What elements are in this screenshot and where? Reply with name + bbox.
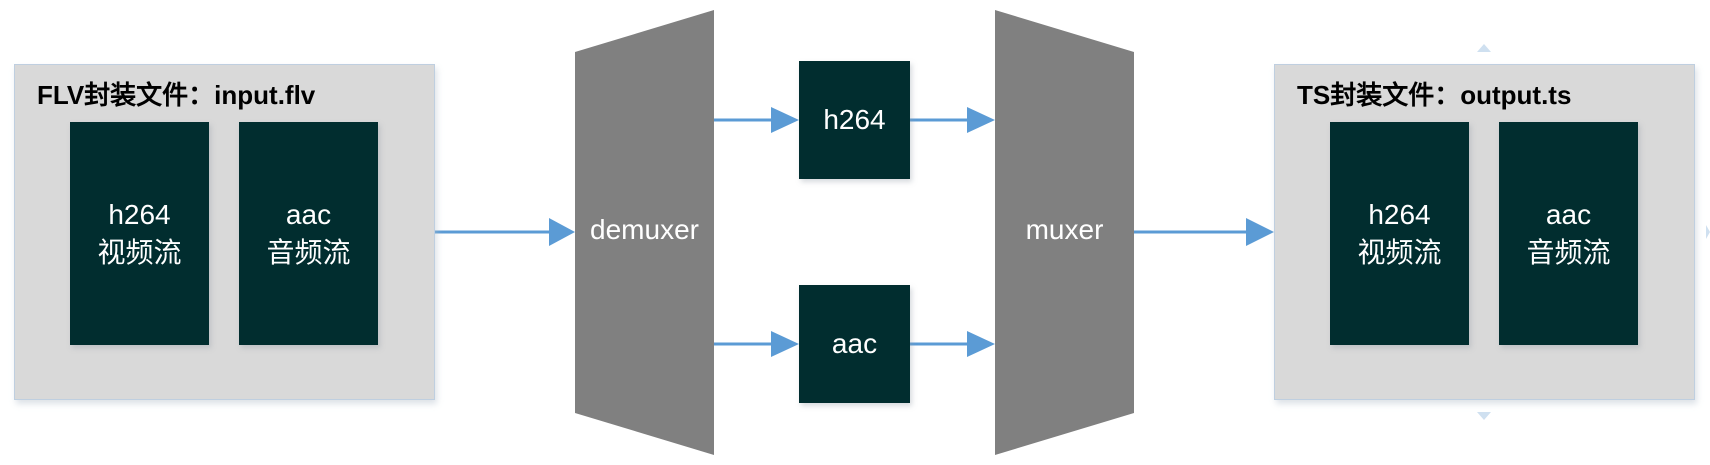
h264-codec-box: h264: [799, 61, 910, 179]
input-video-kind: 视频流: [97, 236, 182, 268]
output-file-container: TS封装文件：output.ts h264 视频流 aac 音频流: [1274, 64, 1695, 400]
output-audio-kind: 音频流: [1526, 236, 1611, 268]
output-video-stream: h264 视频流: [1330, 122, 1469, 345]
output-audio-codec: aac: [1545, 198, 1592, 230]
muxer-shape: [995, 10, 1134, 455]
input-video-stream: h264 视频流: [70, 122, 209, 345]
selection-handle-bottom: [1477, 412, 1491, 420]
output-file-title: TS封装文件：output.ts: [1297, 80, 1572, 110]
demuxer-label: demuxer: [590, 214, 699, 245]
selection-handle-top: [1477, 44, 1491, 52]
input-video-codec: h264: [108, 198, 171, 230]
aac-codec-box: aac: [799, 285, 910, 403]
demuxer-shape: [575, 10, 714, 455]
input-audio-stream: aac 音频流: [239, 122, 378, 345]
selection-handle-right: [1706, 225, 1710, 239]
output-video-kind: 视频流: [1357, 236, 1442, 268]
input-audio-codec: aac: [285, 198, 332, 230]
output-video-codec: h264: [1368, 198, 1431, 230]
output-audio-stream: aac 音频流: [1499, 122, 1638, 345]
input-file-container: FLV封装文件：input.flv h264 视频流 aac 音频流: [14, 64, 435, 400]
muxer-label: muxer: [1025, 214, 1104, 245]
input-audio-kind: 音频流: [266, 236, 351, 268]
input-file-title: FLV封装文件：input.flv: [37, 80, 316, 110]
